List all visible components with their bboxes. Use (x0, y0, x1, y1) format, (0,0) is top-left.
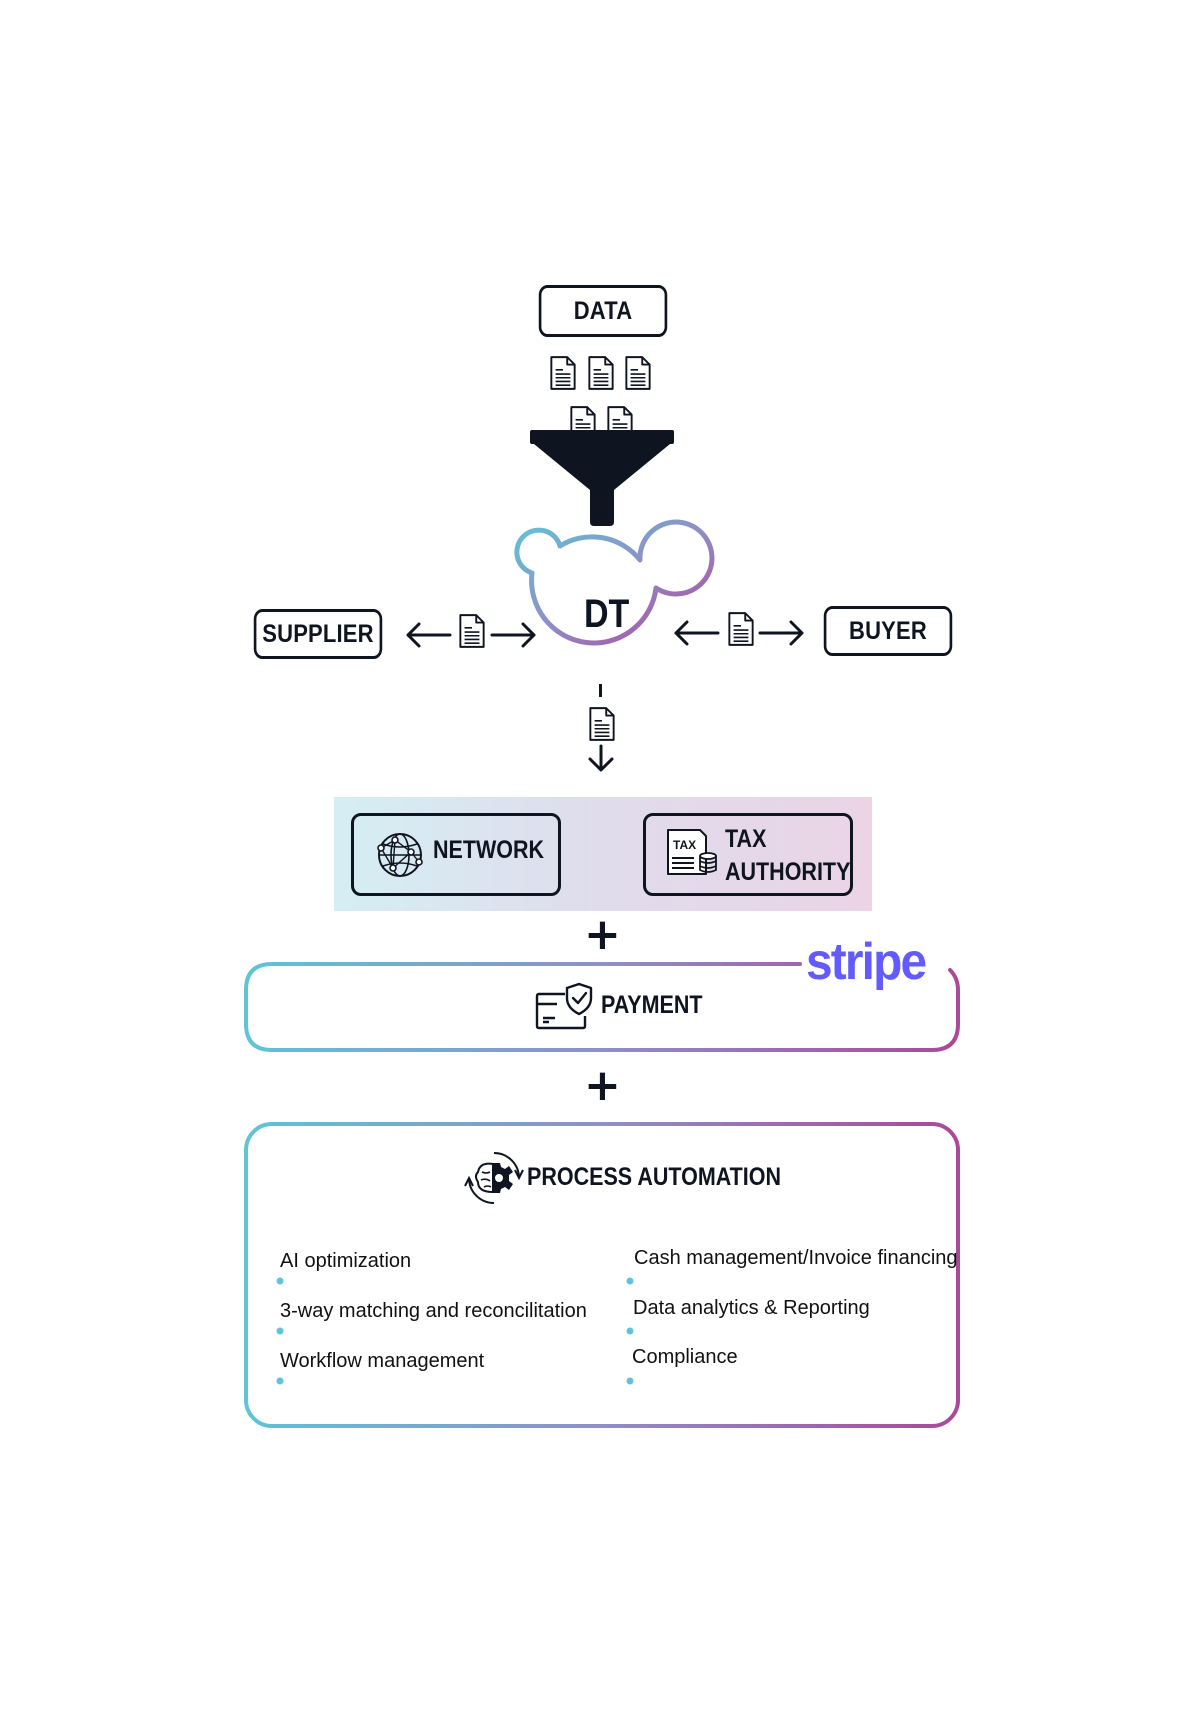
feature-item: Workflow management (280, 1350, 485, 1372)
tax-document-icon (667, 829, 717, 875)
arrow-left-icon (406, 622, 452, 648)
arrow-right-icon (490, 622, 536, 648)
feature-item: Cash management/Invoice financing (634, 1247, 958, 1269)
tax-authority-line2: AUTHORITY (725, 858, 851, 886)
tax-authority-box (643, 813, 853, 896)
tax-authority-line1: TAX (725, 825, 767, 853)
process-automation-title: PROCESS AUTOMATION (527, 1163, 782, 1191)
destination-band (334, 797, 872, 911)
arrow-down-icon (588, 744, 614, 772)
supplier-label: SUPPLIER (262, 619, 374, 648)
globe-network-icon (377, 833, 423, 877)
network-box (351, 813, 561, 896)
payment-label: PAYMENT (601, 991, 703, 1019)
arrow-left-icon (674, 620, 720, 646)
arrow-right-icon (758, 620, 804, 646)
data-label: DATA (573, 296, 633, 325)
stripe-logo: stripe (806, 933, 927, 991)
gear-brain-icon (464, 1152, 524, 1204)
feature-item: AI optimization (280, 1250, 412, 1272)
buyer-box: BUYER (823, 606, 953, 656)
buyer-label: BUYER (849, 616, 927, 645)
funnel-icon (530, 430, 674, 526)
plus-sign: + (584, 1060, 621, 1111)
tax-icon-text: TAX (673, 838, 697, 852)
network-label: NETWORK (433, 836, 545, 864)
feature-item: Data analytics & Reporting (633, 1297, 870, 1319)
dt-hub-icon (514, 519, 715, 646)
feature-item: Compliance (632, 1346, 738, 1368)
dt-label: DT (584, 592, 630, 636)
card-shield-icon (535, 982, 593, 1030)
dashed-connector (599, 684, 602, 697)
supplier-box: SUPPLIER (253, 609, 383, 659)
data-box: DATA (538, 285, 668, 337)
plus-sign: + (584, 909, 621, 960)
feature-item: 3-way matching and reconcilitation (280, 1300, 587, 1322)
